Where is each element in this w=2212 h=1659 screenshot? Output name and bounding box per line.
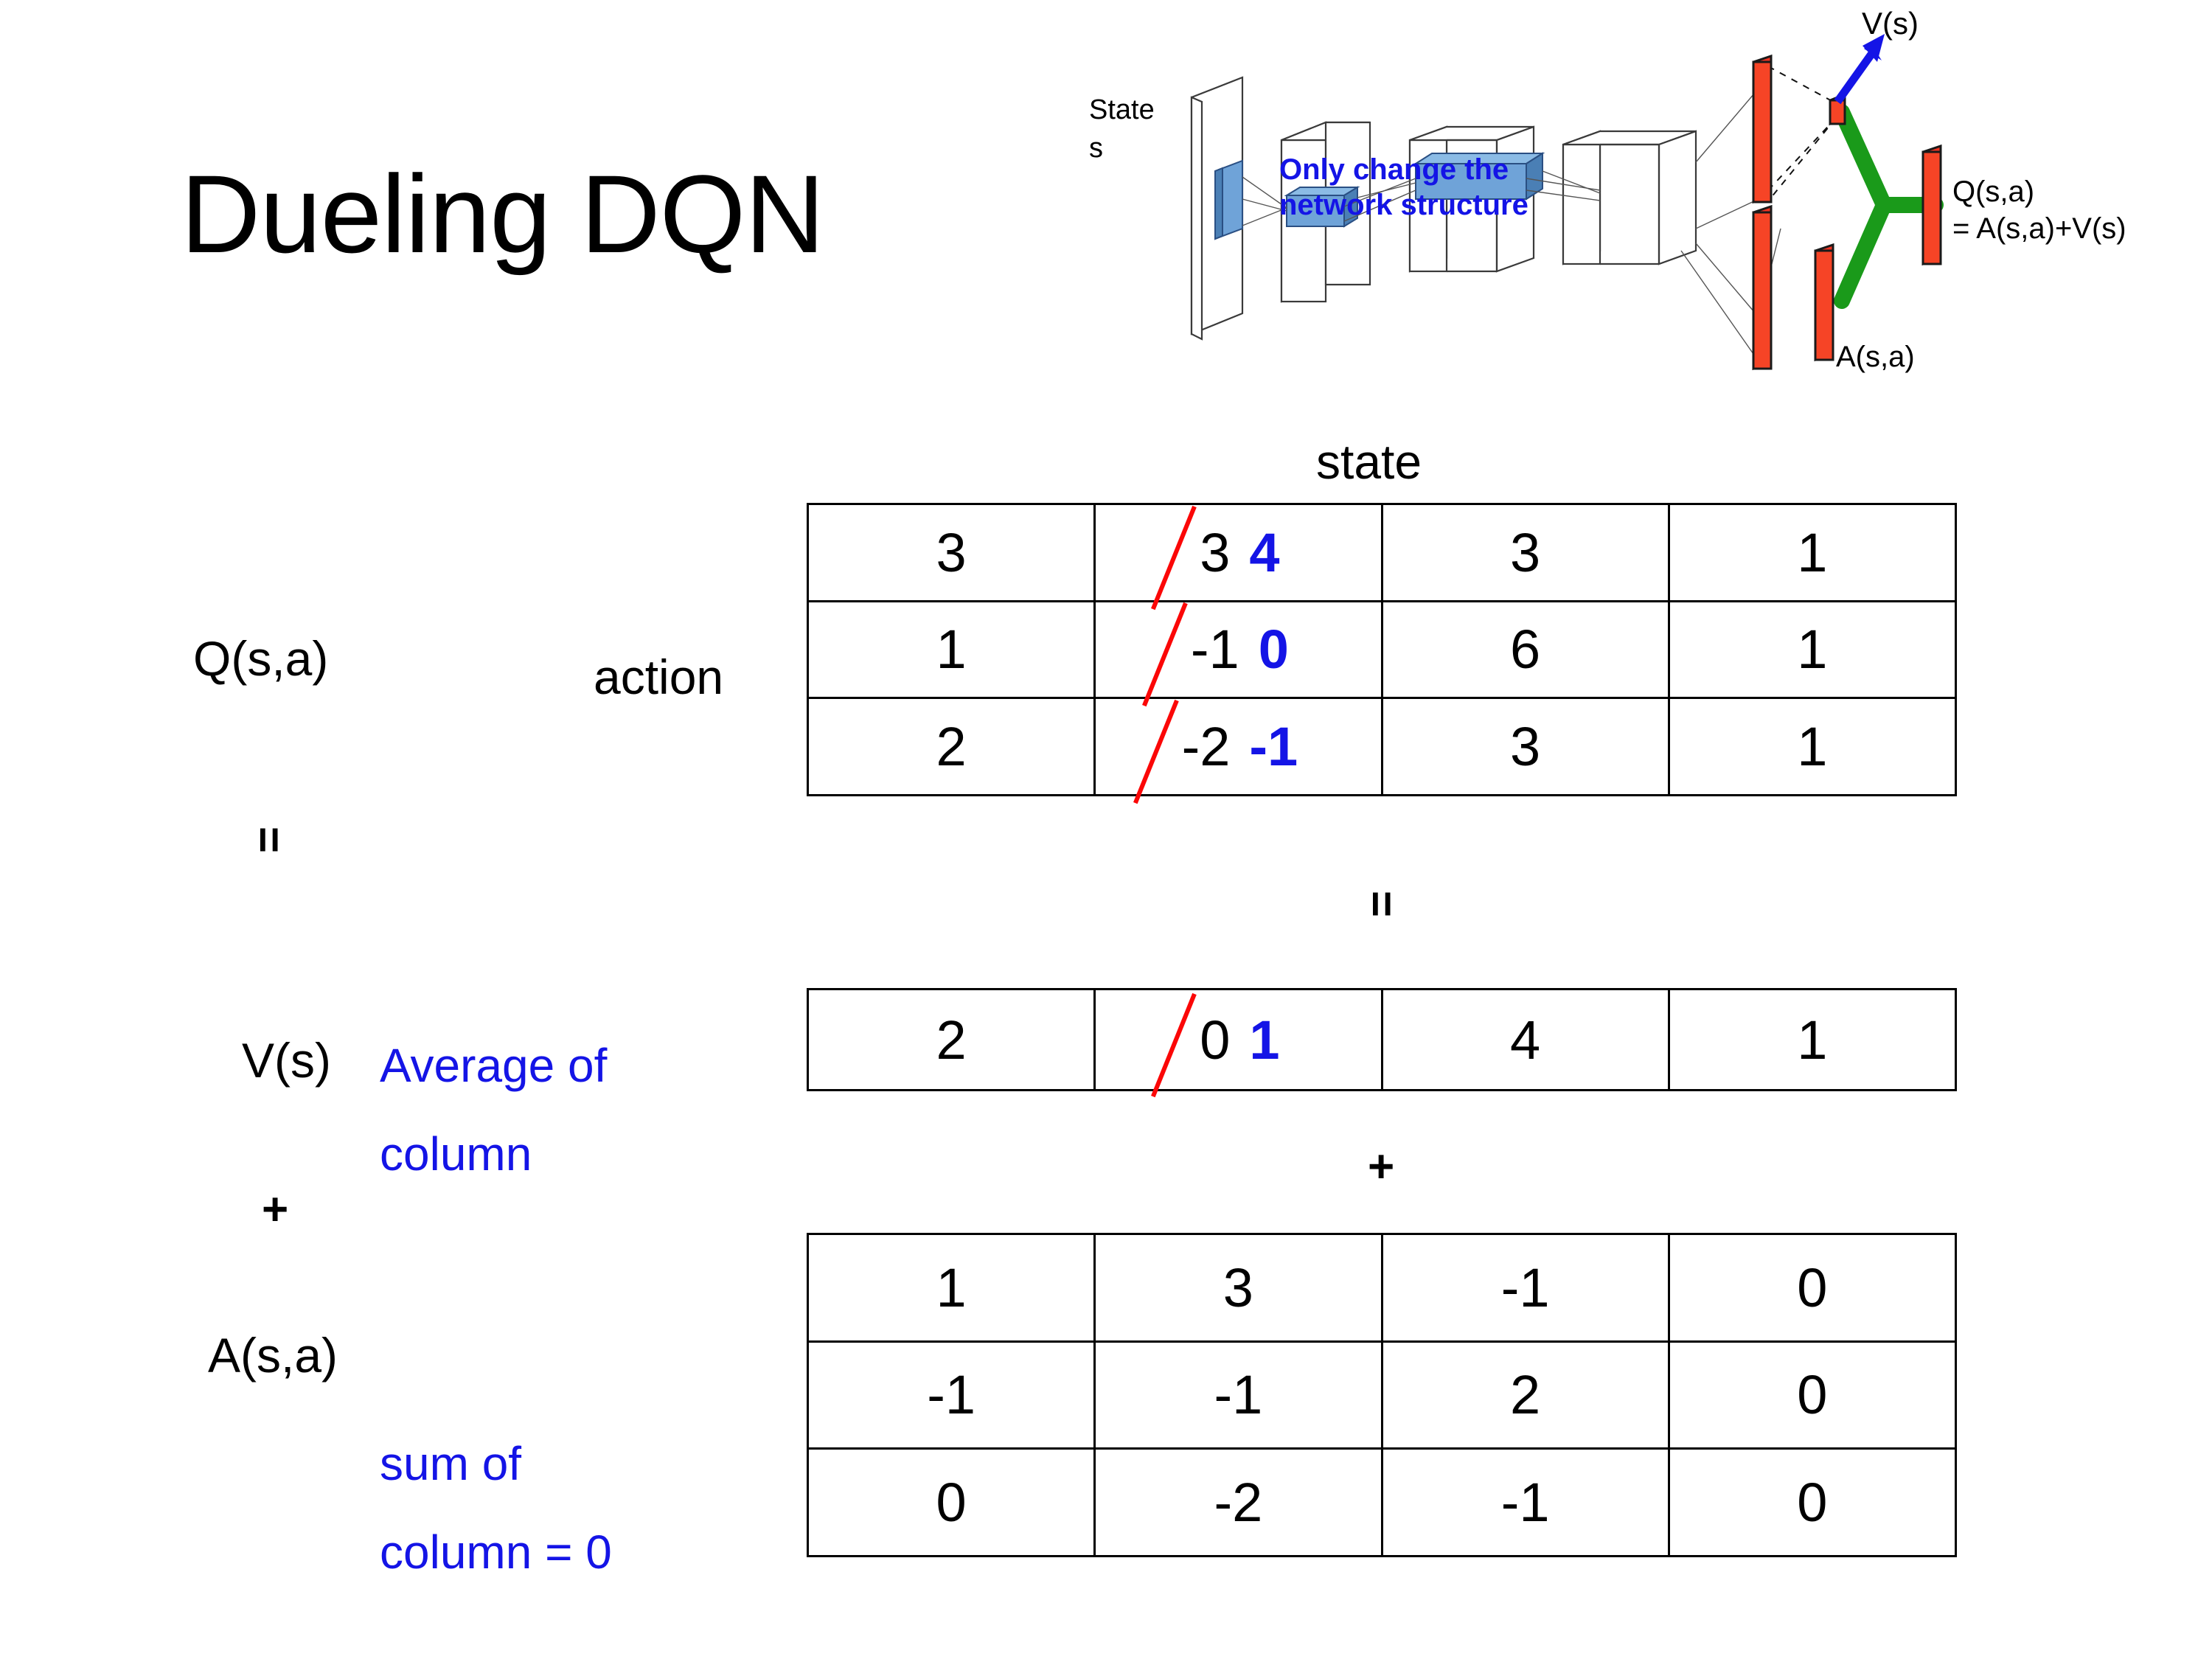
diagram-q-label-text: Q(s,a) <box>1952 175 2035 208</box>
v-note-line2: column <box>380 1127 532 1180</box>
a-cell-2-1: -2 <box>1093 1447 1383 1557</box>
table-row: 0 -2 -1 0 <box>806 1447 1958 1557</box>
a-note-line2: column = 0 <box>380 1526 612 1579</box>
table-row: -1 -1 2 0 <box>806 1340 1958 1450</box>
a-cell-0-2: -1 <box>1380 1233 1670 1343</box>
diagram-value-label: V(s) <box>1862 6 1919 41</box>
v-cell-0-3: 1 <box>1667 988 1958 1091</box>
a-cell-1-0: -1 <box>806 1340 1096 1450</box>
q-cell-2-1: -2 -1 <box>1093 697 1383 796</box>
struck-old-value: 3 <box>1197 525 1233 580</box>
corrected-value: -1 <box>1249 716 1298 778</box>
q-cell-1-3: 1 <box>1667 599 1958 700</box>
q-cell-2-0: 2 <box>806 697 1096 796</box>
corrected-value: 0 <box>1258 619 1289 681</box>
a-cell-2-3: 0 <box>1667 1447 1958 1557</box>
q-cell-0-3: 1 <box>1667 503 1958 602</box>
a-cell-0-0: 1 <box>806 1233 1096 1343</box>
q-cell-1-1: -1 0 <box>1093 599 1383 700</box>
table-row: 2 -2 -1 3 1 <box>806 697 1958 796</box>
a-cell-1-3: 0 <box>1667 1340 1958 1450</box>
q-cell-0-2: 3 <box>1380 503 1670 602</box>
corrected-value: 4 <box>1249 521 1280 583</box>
diagram-annotation-line2: network structure <box>1279 189 1528 221</box>
state-axis-label: state <box>1316 434 1422 489</box>
diagram-advantage-label: A(s,a) <box>1836 341 1915 373</box>
a-cell-2-2: -1 <box>1380 1447 1670 1557</box>
q-cell-1-0: 1 <box>806 599 1096 700</box>
a-cell-0-3: 0 <box>1667 1233 1958 1343</box>
a-table: 1 3 -1 0 -1 -1 2 0 0 -2 -1 0 <box>806 1233 1958 1557</box>
v-note-line1: Average of <box>380 1039 608 1092</box>
struck-old-value: -1 <box>1188 622 1242 677</box>
action-axis-label: action <box>594 650 724 704</box>
diagram-state-label-line1: State <box>1089 94 1155 125</box>
dueling-dqn-network-diagram: State s Only change the network structur… <box>1089 6 2205 420</box>
plus-sign-left: + <box>262 1184 289 1235</box>
corrected-value: 1 <box>1249 1009 1280 1071</box>
table-row: 1 -1 0 6 1 <box>806 599 1958 700</box>
equals-sign-between-tables: = <box>1356 890 1408 918</box>
diagram-state-label-line2: s <box>1089 133 1103 164</box>
q-cell-0-0: 3 <box>806 503 1096 602</box>
a-table-label: A(s,a) <box>208 1328 338 1382</box>
a-cell-1-2: 2 <box>1380 1340 1670 1450</box>
q-table-label: Q(s,a) <box>193 631 329 686</box>
v-cell-0-2: 4 <box>1380 988 1670 1091</box>
diagram-q-equation-text: = A(s,a)+V(s) <box>1952 212 2126 245</box>
q-cell-2-2: 3 <box>1380 697 1670 796</box>
page-title: Dueling DQN <box>181 152 825 276</box>
struck-old-value: -2 <box>1179 720 1234 774</box>
struck-old-value: 0 <box>1197 1012 1233 1068</box>
v-table-label: V(s) <box>242 1033 331 1088</box>
plus-sign-between-tables: + <box>1368 1141 1395 1192</box>
q-cell-2-3: 1 <box>1667 697 1958 796</box>
a-cell-1-1: -1 <box>1093 1340 1383 1450</box>
a-cell-2-0: 0 <box>806 1447 1096 1557</box>
q-cell-1-2: 6 <box>1380 599 1670 700</box>
equals-sign-q-to-v: = <box>243 826 295 854</box>
a-cell-0-1: 3 <box>1093 1233 1383 1343</box>
v-cell-0-0: 2 <box>806 988 1096 1091</box>
a-note-line1: sum of <box>380 1437 522 1490</box>
table-row: 1 3 -1 0 <box>806 1233 1958 1343</box>
diagram-annotation-line1: Only change the <box>1279 153 1509 186</box>
